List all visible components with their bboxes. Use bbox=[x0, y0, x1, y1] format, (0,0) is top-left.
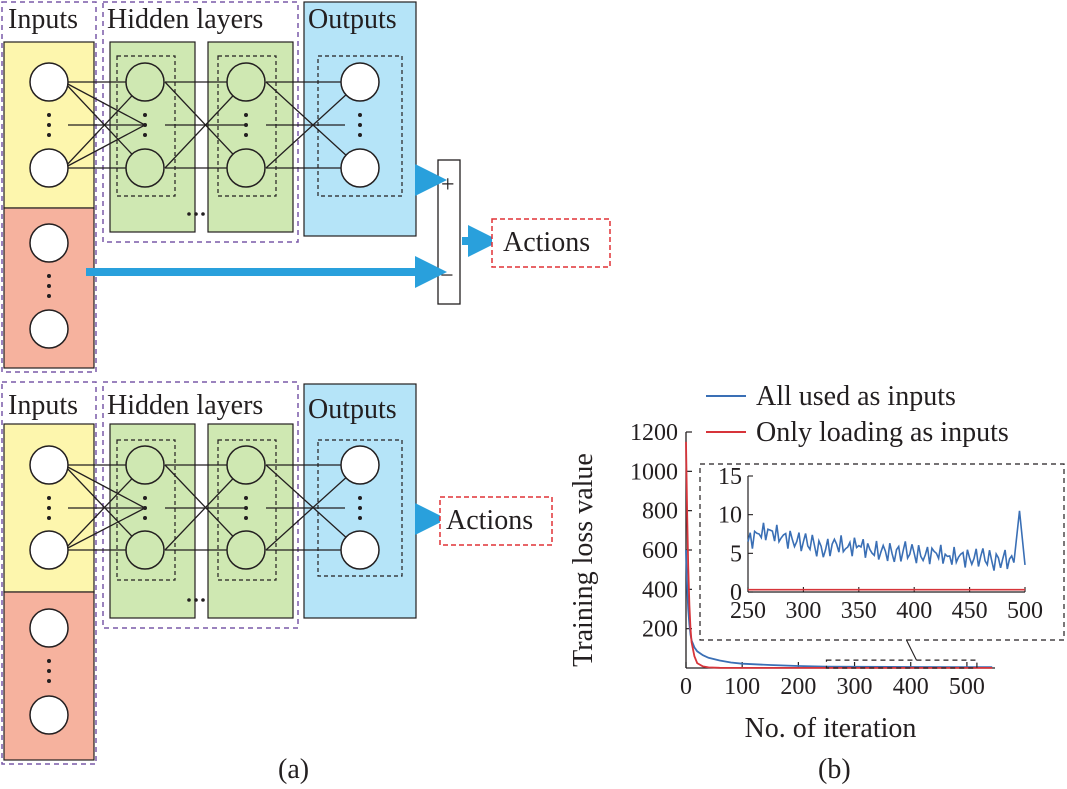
inset-y-tick-label: 15 bbox=[718, 464, 742, 490]
inset-y-tick-label: 5 bbox=[730, 541, 742, 567]
y-tick-label: 600 bbox=[642, 538, 678, 564]
inset-frame bbox=[699, 463, 1065, 641]
y-tick-label: 200 bbox=[642, 617, 678, 643]
nodes bbox=[29, 62, 380, 349]
x-tick-label: 0 bbox=[680, 674, 692, 700]
hidden-layer-2-inner-2 bbox=[217, 439, 277, 581]
legend-label: All used as inputs bbox=[756, 381, 956, 412]
inset-x-tick-label: 450 bbox=[952, 598, 988, 624]
diagram-top: Inputs Hidden layers Outputs bbox=[1, 1, 611, 373]
legend-label: Only loading as inputs bbox=[756, 417, 1009, 448]
y-tick-label: 800 bbox=[642, 499, 678, 525]
hidden-layers-label-2: Hidden layers bbox=[107, 390, 263, 421]
panel-label-b: (b) bbox=[818, 754, 851, 785]
minus-sign: − bbox=[440, 263, 454, 289]
outputs-box bbox=[303, 1, 417, 237]
panel-label-a: (a) bbox=[278, 754, 309, 785]
outputs-box-2 bbox=[303, 383, 417, 619]
inset-x-tick-label: 300 bbox=[785, 598, 821, 624]
inputs-label: Inputs bbox=[8, 4, 78, 35]
ellipsis-dots-2 bbox=[47, 496, 362, 683]
y-tick-label: 1200 bbox=[630, 420, 678, 446]
y-tick-label: 1000 bbox=[630, 459, 678, 485]
inputs-group-border-2 bbox=[1, 381, 97, 765]
hidden-layers-label: Hidden layers bbox=[107, 4, 263, 35]
inset-x-tick-label: 350 bbox=[841, 598, 877, 624]
zoom-connector bbox=[905, 639, 917, 661]
outputs-label-2: Outputs bbox=[308, 394, 397, 425]
inset-x-tick-label: 500 bbox=[1007, 598, 1043, 624]
hidden-group-border bbox=[102, 1, 299, 243]
actions-label-2: Actions bbox=[446, 505, 533, 536]
inset-x-tick-label: 250 bbox=[730, 598, 766, 624]
nodes-2 bbox=[29, 445, 380, 735]
x-tick-label: 300 bbox=[837, 674, 873, 700]
inset-series-line bbox=[747, 510, 1026, 571]
x-axis-label: No. of iteration bbox=[745, 713, 917, 744]
x-tick-label: 100 bbox=[724, 674, 760, 700]
outputs-label: Outputs bbox=[308, 4, 397, 35]
inset-x-tick-label: 400 bbox=[896, 598, 932, 624]
hidden-layer-2-box-2 bbox=[207, 423, 294, 619]
x-tick-label: 200 bbox=[780, 674, 816, 700]
diagram-bottom: Inputs Hidden layers Outputs bbox=[1, 381, 553, 765]
hidden-layer-1-inner bbox=[116, 55, 176, 197]
inset-y-tick-label: 10 bbox=[718, 503, 742, 529]
inset-y-tick-label: 0 bbox=[730, 580, 742, 606]
hidden-layer-1-inner-2 bbox=[116, 439, 176, 581]
x-tick-label: 500 bbox=[949, 674, 985, 700]
ellipsis-dots bbox=[47, 113, 362, 298]
outputs-inner bbox=[317, 55, 403, 197]
actions-label: Actions bbox=[503, 227, 590, 258]
inputs-group-border bbox=[1, 1, 97, 373]
x-tick-label: 400 bbox=[893, 674, 929, 700]
zoom-region bbox=[825, 659, 978, 669]
y-tick-label: 400 bbox=[642, 577, 678, 603]
y-axis-label: Training loss value bbox=[568, 453, 599, 667]
plus-sign: + bbox=[441, 172, 455, 198]
chart-inset: 0 5 10 15 250 300 350 400 450 500 bbox=[699, 463, 1065, 661]
actions-box bbox=[491, 218, 611, 268]
inputs-label-2: Inputs bbox=[8, 390, 78, 421]
actions-box-2 bbox=[439, 496, 553, 546]
hidden-layer-2-inner bbox=[217, 55, 277, 197]
